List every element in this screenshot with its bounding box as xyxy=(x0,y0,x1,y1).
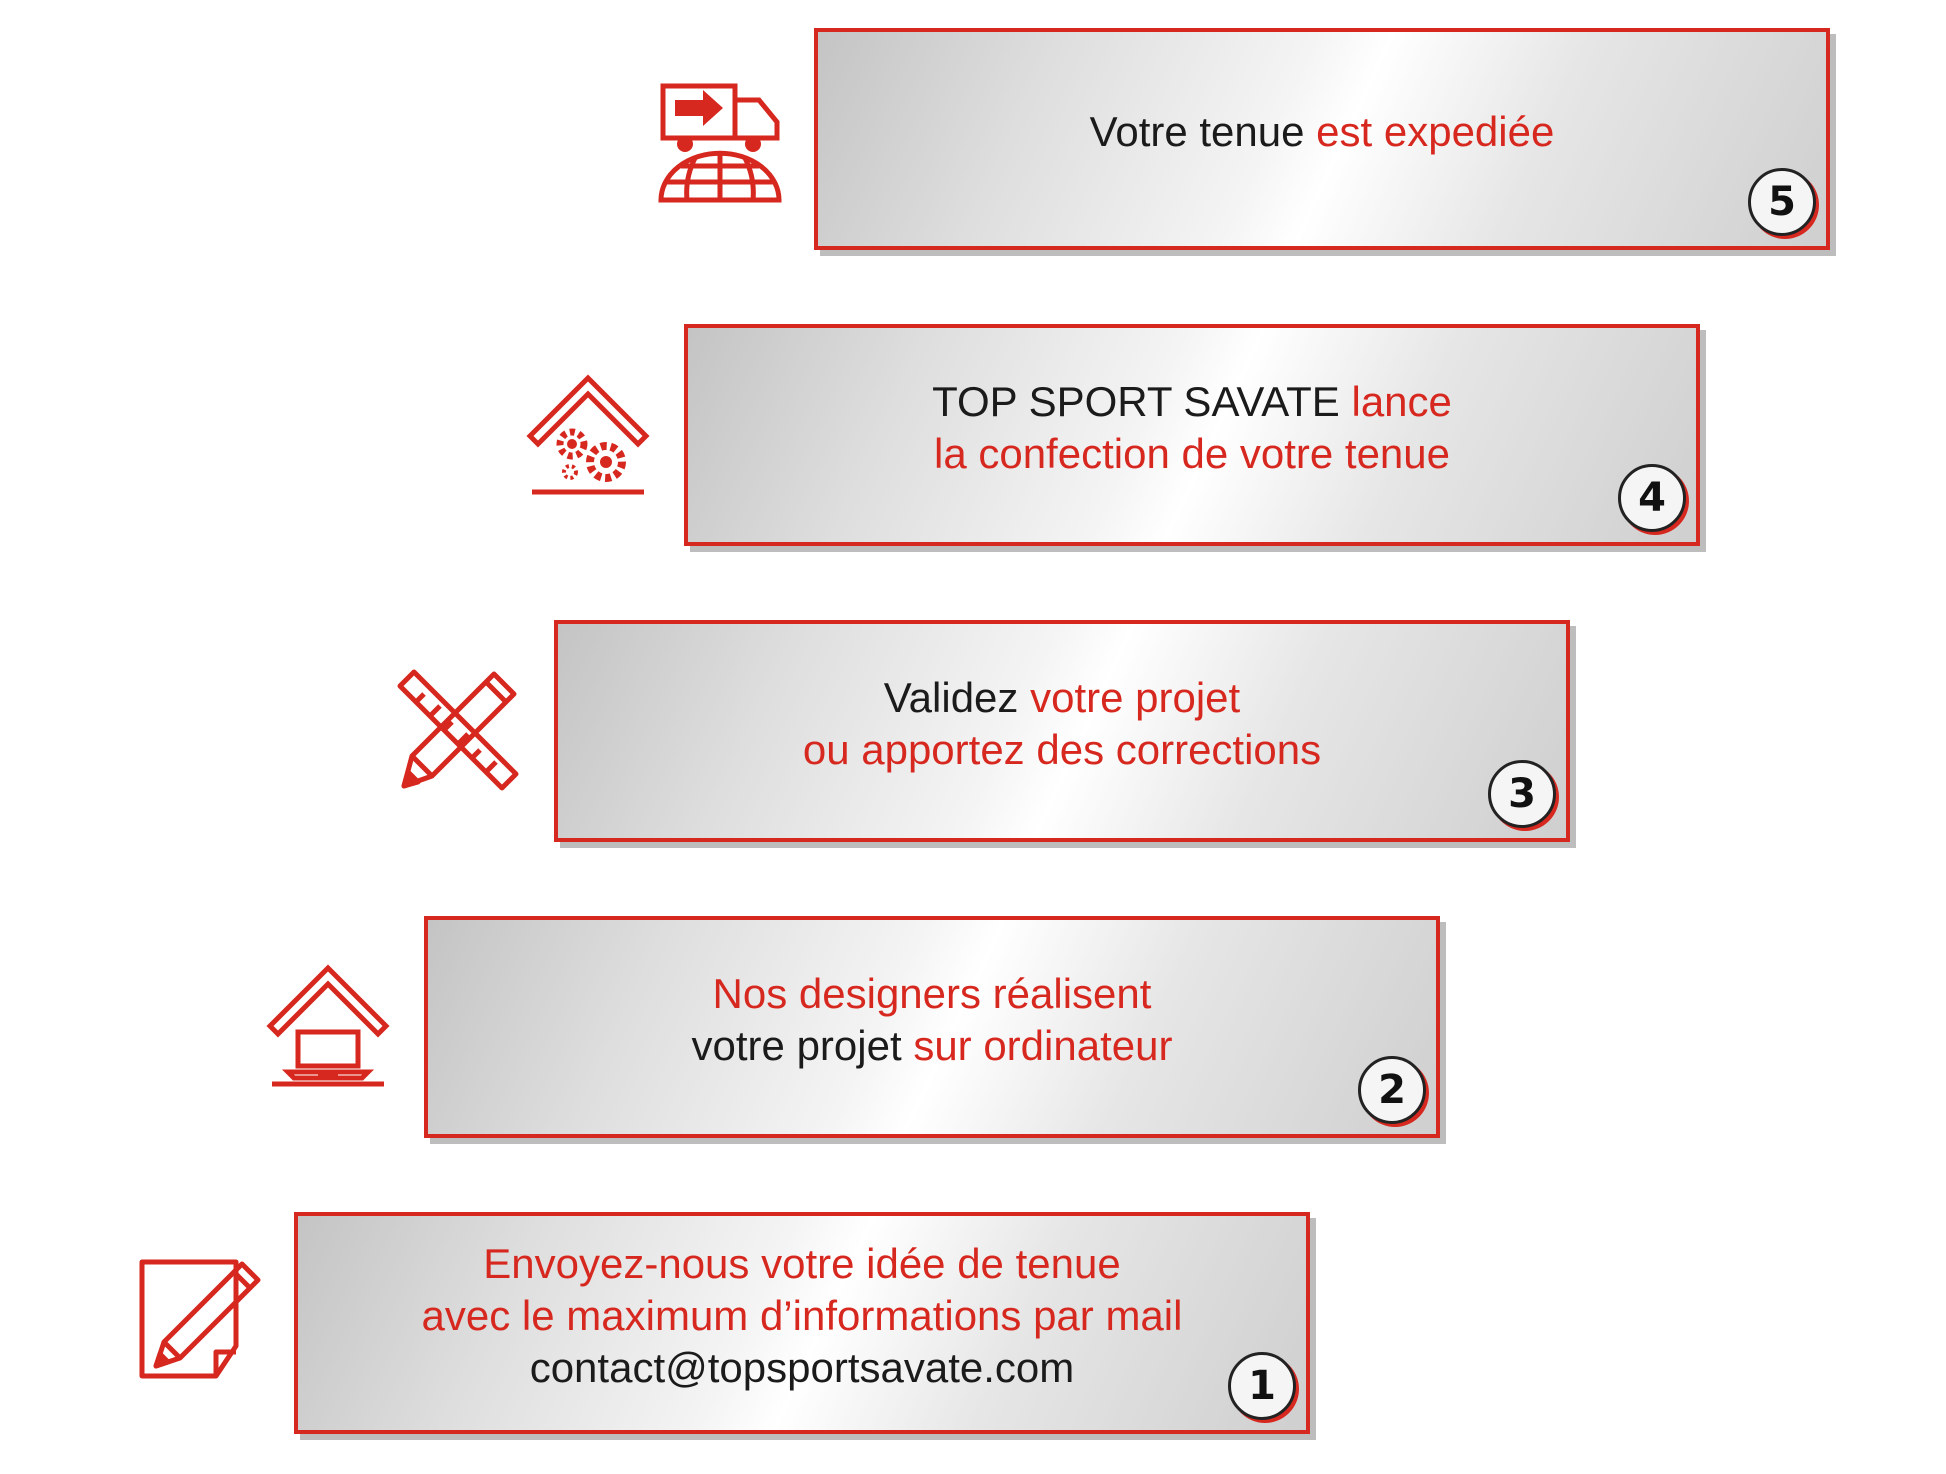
step-3-text: Validez votre projet ou apportez des cor… xyxy=(803,672,1321,776)
step-4-box: TOP SPORT SAVATE lance la confection de … xyxy=(684,324,1700,546)
step-5-text: Votre tenue est expediée xyxy=(1090,106,1555,158)
step-5-box: Votre tenue est expediée 5 xyxy=(814,28,1830,250)
step-5-line1-black: Votre tenue xyxy=(1089,108,1317,155)
house-laptop-icon xyxy=(266,962,390,1088)
contact-email: contact@topsportsavate.com xyxy=(529,1344,1075,1391)
step-2-line2-black: votre projet xyxy=(691,1022,914,1069)
step-4-number-badge: 4 xyxy=(1618,464,1686,532)
step-2-number-badge: 2 xyxy=(1358,1056,1426,1124)
step-3-box: Validez votre projet ou apportez des cor… xyxy=(554,620,1570,842)
house-gears-icon xyxy=(526,372,650,498)
step-3-line1-black: Validez xyxy=(883,674,1031,721)
step-5-line1-red: est expediée xyxy=(1316,108,1555,155)
step-4-line1-black: TOP SPORT SAVATE xyxy=(932,378,1352,425)
note-pencil-icon xyxy=(136,1256,262,1382)
step-2-text: Nos designers réalisent votre projet sur… xyxy=(692,968,1173,1072)
step-4-line1-red: lance xyxy=(1351,378,1452,425)
step-2-box: Nos designers réalisent votre projet sur… xyxy=(424,916,1440,1138)
delivery-truck-globe-icon xyxy=(655,78,785,206)
step-3-line1-red: votre projet xyxy=(1030,674,1241,721)
step-5-number-badge: 5 xyxy=(1748,168,1816,236)
step-1-number-badge: 1 xyxy=(1228,1352,1296,1420)
step-1-line2-red: avec le maximum d’informations par mail xyxy=(421,1292,1183,1339)
step-3-line2-red: ou apportez des corrections xyxy=(802,726,1322,773)
step-2-line1-red: Nos designers réalisent xyxy=(712,970,1152,1017)
step-2-line2-red: sur ordinateur xyxy=(913,1022,1173,1069)
step-1-line1-red: Envoyez-nous votre idée de tenue xyxy=(483,1240,1121,1287)
step-4-line2-red: la confection de votre tenue xyxy=(933,430,1451,477)
step-1-box: Envoyez-nous votre idée de tenue avec le… xyxy=(294,1212,1310,1434)
step-4-text: TOP SPORT SAVATE lance la confection de … xyxy=(932,376,1452,480)
ruler-pencil-icon xyxy=(394,666,522,794)
step-1-text: Envoyez-nous votre idée de tenue avec le… xyxy=(422,1238,1183,1394)
step-3-number-badge: 3 xyxy=(1488,760,1556,828)
